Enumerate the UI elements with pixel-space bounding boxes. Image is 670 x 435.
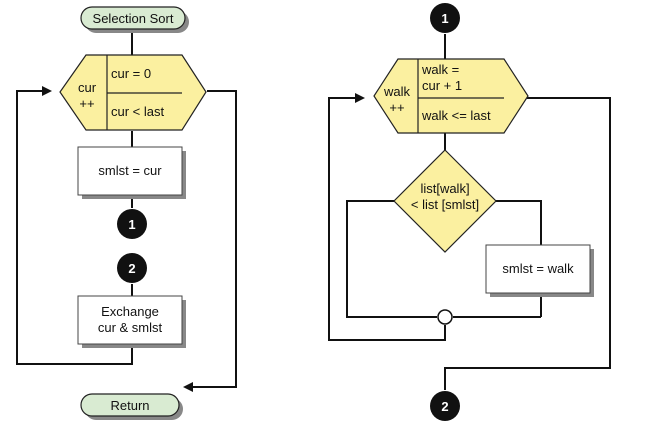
return-terminal: Return: [80, 393, 183, 420]
assign-smlst-box: smlst = cur: [77, 146, 186, 199]
line-loop-exit: [183, 90, 237, 392]
right-flowchart: 1 walk ++ walk = cur + 1 walk <= last li…: [328, 3, 611, 421]
line-loop-back: [16, 86, 133, 365]
assign-walk-label: smlst = walk: [502, 261, 574, 276]
outer-loop-increment: ++: [79, 96, 94, 111]
connector-1-left: 1: [117, 209, 147, 239]
connector-2-right: 2: [430, 391, 460, 421]
outer-loop-init: cur = 0: [111, 66, 151, 81]
connector-1-right-label: 1: [441, 11, 448, 26]
line-decision-yes: [496, 200, 542, 245]
assign-smlst-label: smlst = cur: [98, 163, 162, 178]
exchange-label-line1: Exchange: [101, 304, 159, 319]
decision-line2: < list [smlst]: [411, 197, 479, 212]
inner-loop-init-line1: walk =: [421, 62, 459, 77]
exchange-label-line2: cur & smlst: [98, 320, 163, 335]
line-decision-no: [346, 200, 437, 318]
inner-loop-test: walk <= last: [421, 108, 491, 123]
outer-loop-hexagon: cur ++ cur = 0 cur < last: [59, 54, 207, 131]
exchange-box: Exchange cur & smlst: [77, 295, 186, 348]
compare-decision: list[walk] < list [smlst]: [393, 149, 497, 253]
connector-2-left-label: 2: [128, 261, 135, 276]
start-terminal: Selection Sort: [80, 6, 189, 33]
connector-2-right-label: 2: [441, 399, 448, 414]
start-label: Selection Sort: [93, 11, 174, 26]
join-point: [437, 309, 453, 325]
assign-walk-box: smlst = walk: [485, 244, 594, 297]
connector-2-left: 2: [117, 253, 147, 283]
connector-1-left-label: 1: [128, 217, 135, 232]
outer-loop-test: cur < last: [111, 104, 164, 119]
inner-loop-init-line2: cur + 1: [422, 78, 462, 93]
left-flowchart: Selection Sort cur ++ cur = 0 cur < last…: [16, 6, 237, 420]
line-inner-loop-back: [328, 93, 446, 341]
inner-loop-var: walk: [383, 84, 411, 99]
inner-loop-increment: ++: [389, 100, 404, 115]
outer-loop-var: cur: [78, 80, 97, 95]
line-inner-loop-exit: [444, 97, 611, 390]
decision-line1: list[walk]: [420, 181, 469, 196]
return-label: Return: [110, 398, 149, 413]
connector-1-right: 1: [430, 3, 460, 33]
inner-loop-hexagon: walk ++ walk = cur + 1 walk <= last: [373, 58, 529, 134]
